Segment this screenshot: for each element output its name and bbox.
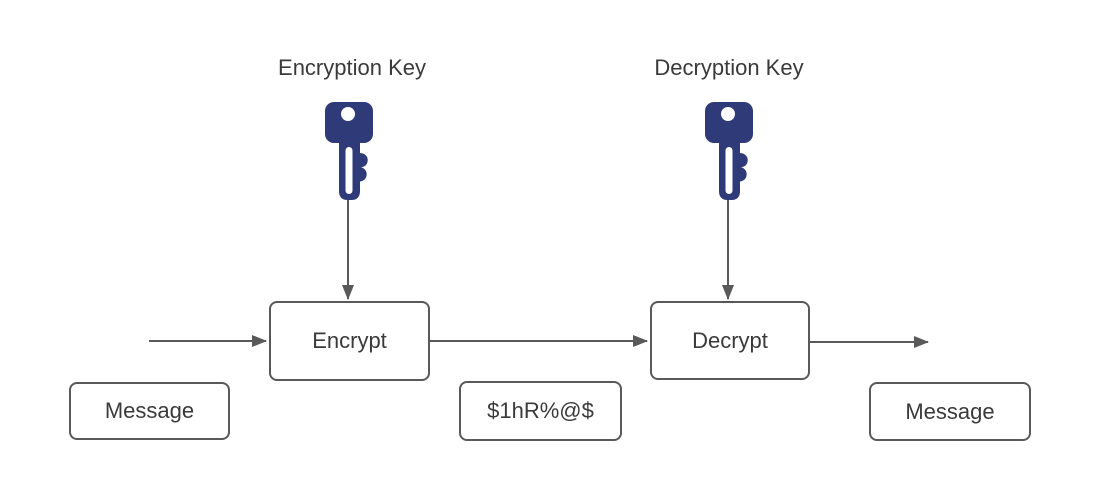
decrypt-box-label: Decrypt <box>692 327 768 353</box>
encryption-key-label: Encryption Key <box>278 55 426 80</box>
message-output-box: Message <box>869 382 1031 441</box>
decryption-key-icon <box>705 102 753 200</box>
message-input-box: Message <box>69 382 230 440</box>
ciphertext-box: $1hR%@$ <box>459 381 622 441</box>
ciphertext-label: $1hR%@$ <box>487 398 594 423</box>
decryption-key-label: Decryption Key <box>654 55 804 80</box>
decrypt-box: Decrypt <box>650 301 810 380</box>
encrypt-box-label: Encrypt <box>312 328 387 353</box>
message-input-label: Message <box>104 398 195 423</box>
encryption-key-icon <box>325 102 373 200</box>
message-output-label: Message <box>905 398 995 424</box>
encrypt-box: Encrypt <box>269 301 430 381</box>
